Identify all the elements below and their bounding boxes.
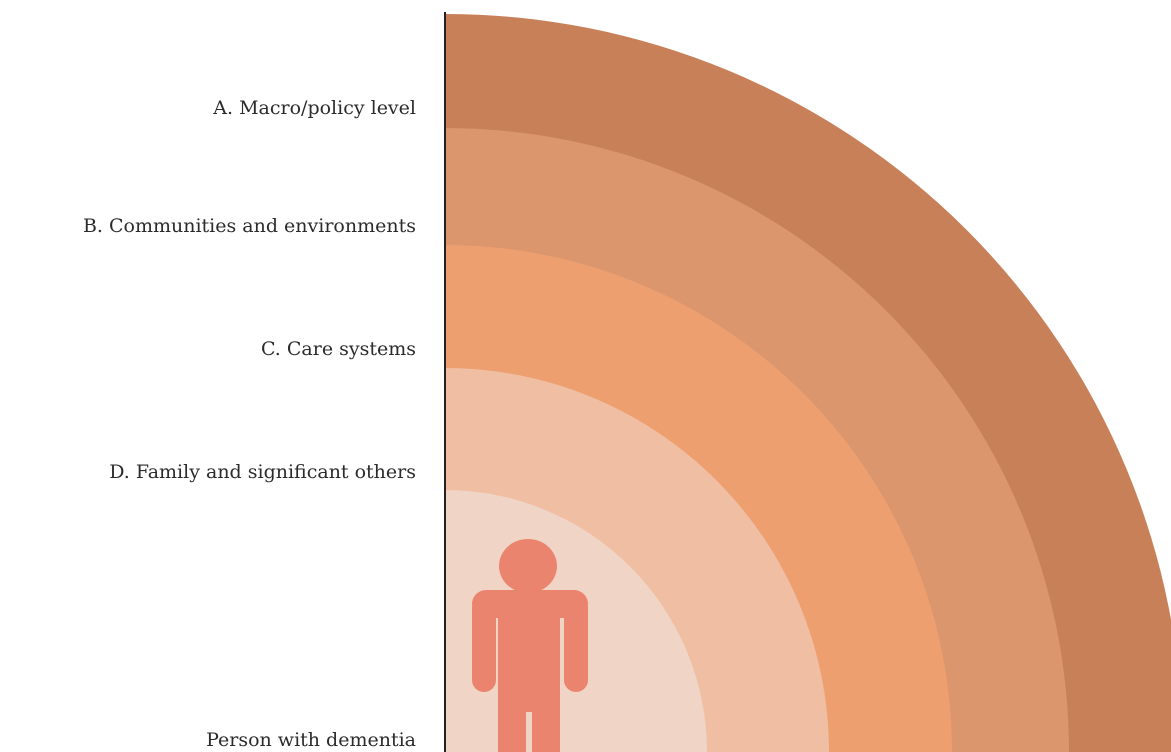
label-family-and-significant-others: D. Family and significant others bbox=[109, 461, 416, 483]
label-communities-and-environments: B. Communities and environments bbox=[82, 215, 416, 237]
label-macro-policy-level: A. Macro/policy level bbox=[213, 97, 416, 119]
label-person-with-dementia: Person with dementia bbox=[206, 729, 416, 751]
person-icon bbox=[472, 539, 588, 752]
label-care-systems: C. Care systems bbox=[260, 338, 416, 360]
